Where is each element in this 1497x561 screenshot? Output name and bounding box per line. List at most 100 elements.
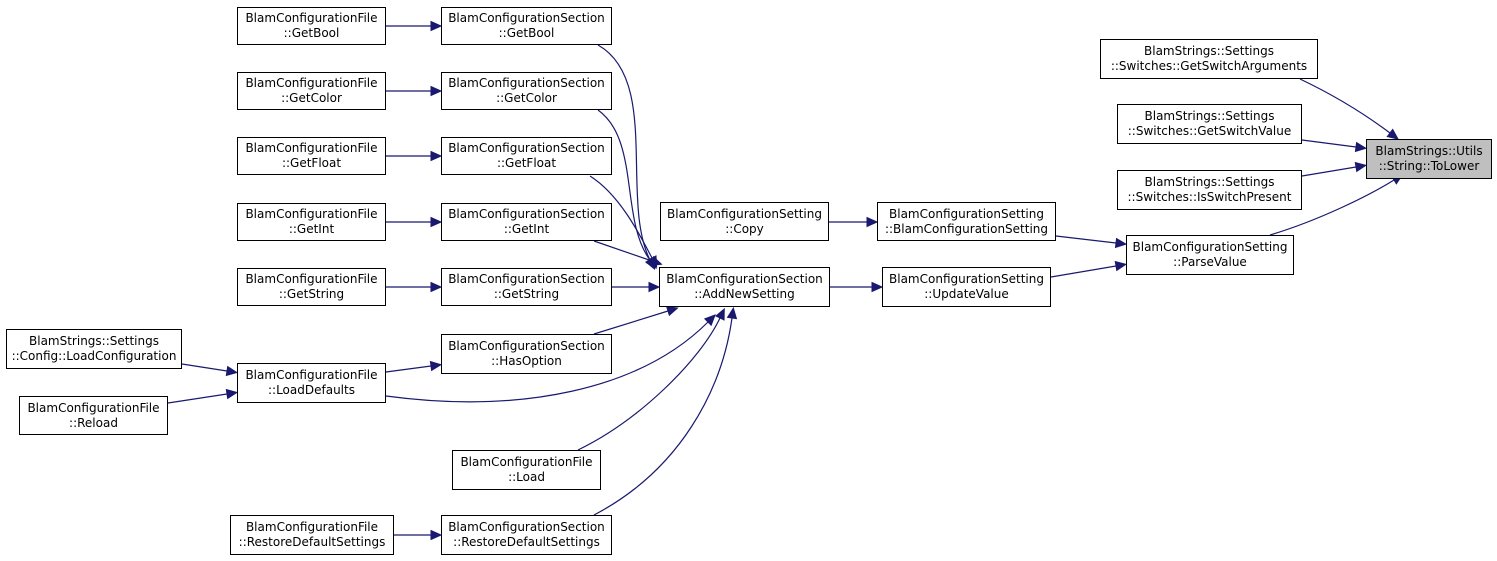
- node-configfile-restoredefaultsettings[interactable]: BlamConfigurationFile ::RestoreDefaultSe…: [230, 515, 394, 555]
- edge-cs_hasoption-to-cs_addnew: [593, 306, 679, 335]
- node-method-label: ::RestoreDefaultSettings: [453, 535, 600, 549]
- node-configsection-getstring[interactable]: BlamConfigurationSection ::GetString: [441, 268, 612, 306]
- node-class-label: BlamConfigurationSetting: [667, 206, 822, 221]
- node-class-label: BlamConfigurationSetting: [889, 206, 1044, 221]
- node-configfile-getbool[interactable]: BlamConfigurationFile ::GetBool: [237, 7, 386, 45]
- node-configfile-getstring[interactable]: BlamConfigurationFile ::GetString: [237, 268, 386, 306]
- arrowhead-icon: [665, 306, 679, 317]
- node-class-label: BlamStrings::Settings: [1144, 44, 1274, 58]
- node-class-label: BlamStrings::Settings: [1144, 175, 1275, 189]
- edge-cf_getbool-to-cs_getbool: [386, 20, 443, 32]
- node-method-label: ::Load: [508, 470, 545, 484]
- edge-cs_restore-to-cs_addnew: [593, 306, 738, 516]
- node-class-label: BlamConfigurationFile: [27, 400, 160, 415]
- edge-cf_getstring-to-cs_getstring: [386, 281, 443, 293]
- node-class-label: BlamConfigurationSetting: [889, 272, 1044, 286]
- arrowhead-icon: [430, 150, 443, 162]
- arrowhead-icon: [715, 307, 725, 321]
- node-method-label: ::Switches::GetSwitchArguments: [1110, 59, 1308, 73]
- node-class-label: BlamConfigurationFile: [245, 272, 378, 286]
- node-method-label: ::GetString: [278, 287, 345, 301]
- edge-cset_ctor-to-cset_parse: [1055, 235, 1128, 249]
- node-configsetting-constructor[interactable]: BlamConfigurationSetting ::BlamConfigura…: [877, 202, 1056, 241]
- node-class-label: BlamConfigurationSection: [448, 272, 605, 286]
- node-class-label: BlamConfigurationSection: [448, 11, 605, 25]
- arrowhead-icon: [1386, 128, 1399, 140]
- node-configsection-restoredefaultsettings[interactable]: BlamConfigurationSection ::RestoreDefaul…: [441, 515, 612, 555]
- arrowhead-icon: [726, 306, 738, 320]
- edge-cf_loaddefaults-to-cs_hasoption: [385, 360, 443, 373]
- node-configsection-getfloat[interactable]: BlamConfigurationSection ::GetFloat: [441, 137, 612, 175]
- node-class-label: BlamConfigurationSection: [666, 272, 823, 286]
- arrowhead-icon: [1114, 237, 1128, 249]
- arrowhead-icon: [225, 388, 239, 400]
- node-configsetting-copy[interactable]: BlamConfigurationSetting ::Copy: [660, 202, 829, 241]
- arrowhead-icon: [225, 365, 239, 377]
- node-class-label: BlamConfigurationFile: [245, 76, 378, 90]
- edge-bs_isswitchpresent-to-bs_tolower: [1301, 161, 1368, 177]
- node-configfile-getfloat[interactable]: BlamConfigurationFile ::GetFloat: [237, 137, 386, 175]
- node-configsection-getcolor[interactable]: BlamConfigurationSection ::GetColor: [441, 72, 612, 110]
- node-class-label: BlamConfigurationFile: [245, 520, 379, 534]
- node-method-label: ::Reload: [69, 415, 118, 430]
- node-configfile-loaddefaults[interactable]: BlamConfigurationFile ::LoadDefaults: [237, 363, 386, 403]
- node-class-label: BlamConfigurationFile: [245, 207, 378, 221]
- node-method-label: ::RestoreDefaultSettings: [238, 535, 386, 549]
- edge-line: [577, 317, 721, 451]
- node-method-label: ::LoadDefaults: [268, 383, 355, 397]
- node-method-label: ::UpdateValue: [924, 287, 1009, 301]
- node-switches-getswitchvalue[interactable]: BlamStrings::Settings ::Switches::GetSwi…: [1117, 104, 1302, 144]
- node-settings-loadconfiguration[interactable]: BlamStrings::Settings ::Config::LoadConf…: [6, 329, 182, 369]
- node-method-label: ::HasOption: [491, 354, 562, 368]
- node-configfile-reload[interactable]: BlamConfigurationFile ::Reload: [19, 396, 168, 435]
- node-configfile-load[interactable]: BlamConfigurationFile ::Load: [452, 450, 601, 490]
- node-class-label: BlamConfigurationFile: [245, 11, 378, 25]
- node-class-label: BlamConfigurationSection: [448, 76, 605, 90]
- edge-cs_getstring-to-cs_addnew: [612, 281, 661, 293]
- arrowhead-icon: [649, 255, 663, 266]
- node-configsection-getbool[interactable]: BlamConfigurationSection ::GetBool: [441, 7, 612, 45]
- node-class-label: BlamStrings::Settings: [29, 334, 159, 348]
- node-method-label: ::Switches::IsSwitchPresent: [1127, 190, 1292, 204]
- node-configfile-getcolor[interactable]: BlamConfigurationFile ::GetColor: [237, 72, 386, 110]
- edge-line: [1301, 139, 1357, 148]
- arrowhead-icon: [1114, 260, 1128, 272]
- arrowhead-icon: [871, 281, 884, 293]
- edge-cf_reload-to-cf_loaddefaults: [167, 388, 239, 404]
- node-class-label: BlamConfigurationSection: [448, 339, 605, 353]
- arrowhead-icon: [1354, 141, 1368, 153]
- node-method-label: ::GetColor: [496, 91, 557, 105]
- node-method-label: ::GetInt: [503, 222, 550, 236]
- edge-line: [1050, 265, 1117, 278]
- node-configsection-getint[interactable]: BlamConfigurationSection ::GetInt: [441, 203, 612, 241]
- node-method-label: ::GetColor: [281, 91, 342, 105]
- edge-line: [385, 365, 432, 373]
- edge-cset_copy-to-cset_ctor: [829, 216, 879, 228]
- node-configsection-addnewsetting[interactable]: BlamConfigurationSection ::AddNewSetting: [659, 267, 830, 307]
- arrowhead-icon: [430, 281, 443, 293]
- arrowhead-icon: [703, 314, 716, 327]
- edge-bs_getswitchvalue-to-bs_tolower: [1301, 139, 1368, 153]
- node-switches-getswitcharguments[interactable]: BlamStrings::Settings ::Switches::GetSwi…: [1100, 39, 1318, 79]
- node-method-label: ::Copy: [725, 221, 764, 236]
- node-method-label: ::BlamConfigurationSetting: [884, 221, 1049, 236]
- node-class-label: BlamStrings::Settings: [1144, 109, 1275, 123]
- node-switches-isswitchpresent[interactable]: BlamStrings::Settings ::Switches::IsSwit…: [1117, 170, 1302, 210]
- node-configsetting-updatevalue[interactable]: BlamConfigurationSetting ::UpdateValue: [882, 267, 1051, 307]
- node-method-label: ::GetBool: [283, 26, 340, 40]
- node-configfile-getint[interactable]: BlamConfigurationFile ::GetInt: [237, 203, 386, 241]
- node-configsection-hasoption[interactable]: BlamConfigurationSection ::HasOption: [441, 334, 612, 374]
- edge-bs_getswitchargs-to-bs_tolower: [1299, 78, 1399, 140]
- arrowhead-icon: [430, 85, 443, 97]
- edge-line: [593, 240, 653, 262]
- arrowhead-icon: [1354, 161, 1368, 173]
- node-configsetting-parsevalue[interactable]: BlamConfigurationSetting ::ParseValue: [1126, 235, 1294, 275]
- edge-line: [385, 321, 709, 403]
- edge-cf_restore-to-cs_restore: [394, 529, 443, 541]
- node-class-label: BlamConfigurationSection: [448, 207, 605, 221]
- node-method-label: ::GetFloat: [281, 156, 342, 170]
- edge-line: [597, 44, 651, 261]
- node-method-label: ::GetInt: [288, 222, 335, 236]
- edge-line: [1301, 166, 1357, 177]
